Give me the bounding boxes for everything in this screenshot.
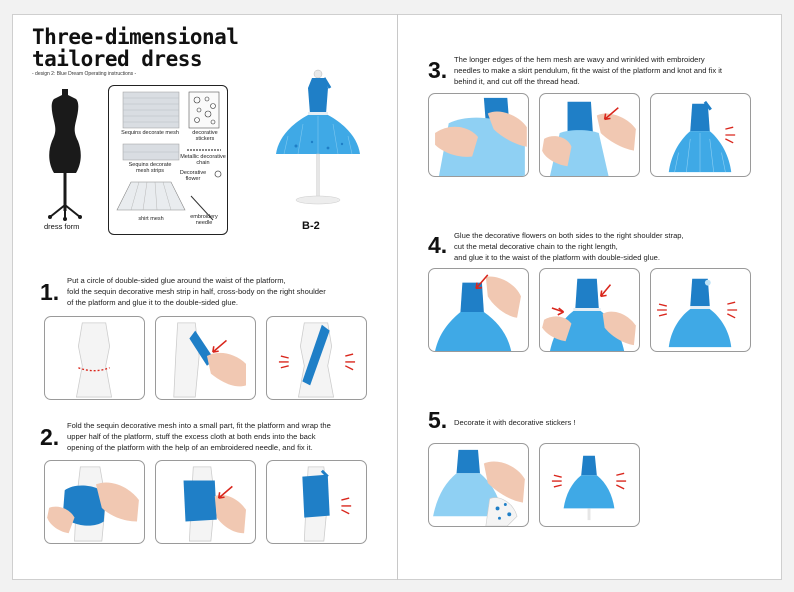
step-3-number: 3.: [428, 57, 448, 83]
step-2-text: Fold the sequin decorative mesh into a s…: [67, 421, 331, 452]
step-2-photo-1: [44, 460, 145, 544]
title-line-2: tailored dress: [32, 47, 203, 71]
step-1-photo-3: [266, 316, 367, 400]
kit-label-stickers: decorative stickers: [192, 130, 218, 142]
step-1-number: 1.: [40, 279, 60, 305]
step-2-photo-2: [155, 460, 256, 544]
kit-contents-box: Sequins decorate mesh decorative sticker…: [108, 85, 228, 235]
step-3-photo-1: [428, 93, 529, 177]
stickers-sheet: [188, 91, 220, 129]
step-2-photo-3: [266, 460, 367, 544]
step-5-number: 5.: [428, 407, 448, 433]
step-3-photo-2: [539, 93, 640, 177]
step-5-text: Decorate it with decorative stickers !: [454, 418, 576, 427]
dress-form-illustration: [48, 89, 82, 221]
step-1-photo-1: [44, 316, 145, 400]
title-line-1: Three-dimensional: [32, 25, 239, 49]
kit-label-needle: embroidery needle: [190, 214, 218, 226]
step-4-text: Glue the decorative flowers on both side…: [454, 231, 684, 262]
kit-label-shirt-mesh: shirt mesh: [138, 216, 164, 222]
embroidery-needle-shape: [190, 195, 214, 221]
step-5-photo-1: [428, 443, 529, 527]
product-code: B-2: [302, 220, 320, 232]
kit-label-sequins-mesh: Sequins decorate mesh: [121, 130, 179, 136]
dress-form-label: dress form: [44, 222, 80, 231]
dress-form-legs: [49, 204, 81, 219]
step-4-photo-1: [428, 268, 529, 352]
step-2-number: 2.: [40, 424, 60, 450]
kit-label-mesh-strips: Sequins decorate mesh strips: [128, 162, 172, 174]
decorative-flower-shape: [214, 170, 222, 178]
kit-label-flower: Decorative flower: [179, 170, 207, 182]
page-fold: [397, 14, 398, 580]
manual-title: Three-dimensional tailored dress: [32, 25, 239, 71]
step-3-text: The longer edges of the hem mesh are wav…: [454, 55, 723, 86]
dress-form-pole: [63, 173, 67, 211]
kit-label-chain: Metallic decorative chain: [180, 154, 226, 166]
step-4-number: 4.: [428, 232, 448, 258]
step-4-photo-2: [539, 268, 640, 352]
step-5-photo-2: [539, 443, 640, 527]
step-3-photo-3: [650, 93, 751, 177]
finished-dress-illustration: [276, 69, 360, 205]
shirt-mesh-skirt: [116, 181, 186, 211]
step-4-photo-3: [650, 268, 751, 352]
dress-form-body: [49, 89, 81, 173]
step-1-text: Put a circle of double-sided glue around…: [67, 276, 326, 307]
manual-subtitle: - design 2: Blue Dream Operating instruc…: [32, 71, 137, 77]
step-1-photo-2: [155, 316, 256, 400]
kit-items-drawing: [116, 91, 222, 221]
